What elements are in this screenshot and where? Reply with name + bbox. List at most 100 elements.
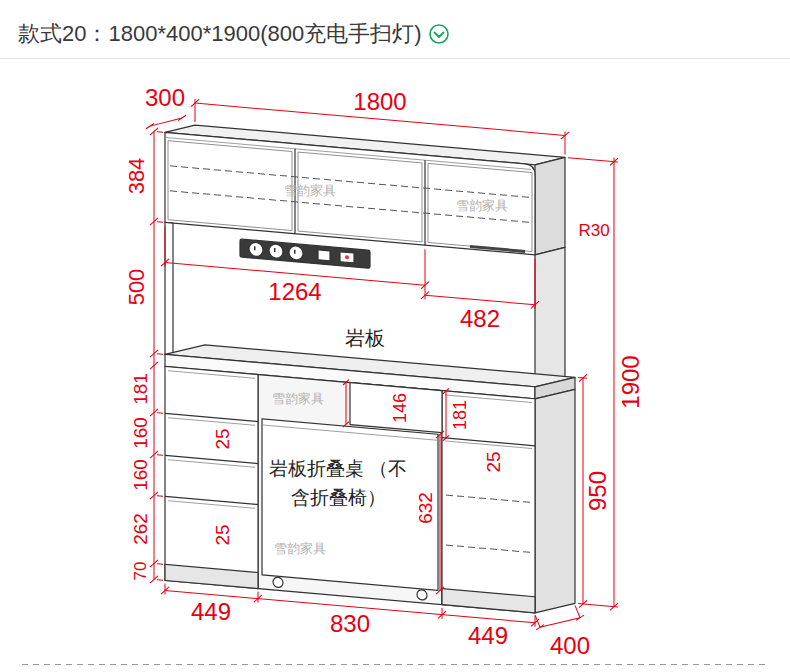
- dimension-label: 25: [213, 428, 232, 449]
- cabinet-body: [165, 122, 575, 616]
- drawing-line: [157, 221, 163, 223]
- drawing-line: [157, 454, 163, 456]
- drawing-line: [150, 559, 158, 568]
- drawing-line: [561, 131, 569, 140]
- drawing-circle: [269, 244, 283, 259]
- dimension-label: 70: [132, 562, 149, 581]
- dimension-label: 384: [126, 158, 148, 195]
- drawing-line: [178, 115, 186, 122]
- drawing-line: [168, 418, 255, 426]
- drawing-line: [568, 158, 618, 162]
- drawing-line: [438, 610, 446, 619]
- check-icon-ring: [430, 25, 448, 43]
- drawing-rect: [428, 163, 532, 251]
- drawing-rect: [262, 419, 438, 590]
- drawing-line: [161, 586, 169, 595]
- drawing-line: [168, 371, 255, 379]
- cabinet-illustration: [146, 95, 618, 637]
- drawing-rect: [470, 245, 525, 253]
- dimension-label: 830: [330, 612, 370, 636]
- drawing-line: [610, 602, 618, 611]
- drawing-line: [150, 361, 158, 370]
- drawing-line: [443, 388, 449, 395]
- dimension-label: 262: [131, 513, 150, 545]
- drawing-rect: [165, 366, 258, 588]
- panel-text: 岩板折叠桌 （不含折叠椅）: [266, 455, 410, 512]
- dimension-label: 1264: [268, 280, 321, 304]
- drawing-line: [161, 258, 169, 267]
- dimension-label: 1900: [619, 355, 643, 408]
- drawing-line: [150, 575, 158, 584]
- drawing-line: [150, 450, 158, 459]
- drawing-line: [425, 295, 535, 305]
- drawing-line: [164, 583, 165, 594]
- footer-rule: [22, 664, 768, 665]
- drawing-path: [165, 132, 535, 254]
- drawing-line: [345, 382, 346, 424]
- dimension-label: R30: [578, 222, 609, 239]
- drawing-line: [531, 300, 539, 309]
- dimension-label: 25: [484, 451, 503, 472]
- drawing-rect: [254, 246, 256, 250]
- drawing-line: [165, 455, 258, 463]
- drawing-rect: [298, 152, 422, 242]
- drawing-line: [445, 391, 446, 438]
- check-icon: [428, 23, 450, 45]
- drawing-line: [443, 435, 449, 442]
- drawing-rect: [168, 141, 292, 231]
- drawing-circle: [273, 577, 283, 588]
- drawing-line: [168, 460, 255, 468]
- dimension-label: 449: [191, 600, 231, 624]
- drawing-line: [343, 379, 349, 386]
- dimension-label: 449: [468, 624, 508, 648]
- drawing-line: [343, 421, 349, 428]
- dimension-label: 25: [213, 524, 232, 545]
- drawing-line: [424, 160, 425, 245]
- drawing-rect: [318, 250, 330, 261]
- dimension-label: 632: [416, 492, 435, 524]
- drawing-rect: [350, 383, 442, 433]
- drawing-line: [170, 166, 530, 197]
- dimension-label: 400: [550, 634, 590, 658]
- dimension-label: 500: [126, 269, 148, 306]
- watermark: 雪韵家具: [284, 184, 336, 197]
- drawing-polygon: [535, 245, 565, 387]
- drawing-line: [191, 99, 199, 108]
- title-bar: 款式20：1800*400*1900(800充电手扫灯): [18, 21, 450, 47]
- dimension-label: 160: [131, 459, 150, 491]
- drawing-line: [578, 604, 618, 607]
- drawing-circle: [417, 589, 427, 600]
- drawing-line: [157, 353, 163, 355]
- drawing-line: [168, 501, 255, 509]
- drawing-line: [536, 624, 544, 631]
- drawing-line: [157, 412, 163, 414]
- drawing-line: [534, 259, 535, 309]
- drawing-polygon: [535, 386, 575, 616]
- drawing-line: [436, 586, 444, 595]
- drawing-line: [150, 408, 158, 417]
- dimension-lines: [146, 95, 618, 637]
- drawing-line: [540, 614, 580, 630]
- drawing-line: [576, 614, 584, 621]
- drawing-line: [150, 127, 158, 136]
- dimension-label: 181: [131, 373, 150, 405]
- part-label: 岩板: [345, 328, 385, 348]
- drawing-line: [165, 496, 258, 504]
- dimension-label: 146: [391, 393, 409, 423]
- drawing-line: [613, 158, 614, 607]
- title: 款式20：1800*400*1900(800充电手扫灯): [18, 21, 422, 47]
- drawing-line: [446, 545, 531, 552]
- drawing-rect: [258, 375, 442, 605]
- drawing-line: [535, 615, 540, 627]
- drawing-circle: [345, 255, 349, 259]
- drawing-rect: [165, 222, 173, 355]
- drawing-circle: [249, 242, 263, 257]
- drawing-line: [164, 226, 165, 266]
- dimension-label: 181: [451, 400, 469, 430]
- watermark: 雪韵家具: [272, 392, 324, 405]
- drawing-rect: [240, 239, 370, 268]
- drawing-line: [421, 291, 429, 300]
- drawing-line: [146, 123, 154, 130]
- drawing-rect: [442, 391, 535, 613]
